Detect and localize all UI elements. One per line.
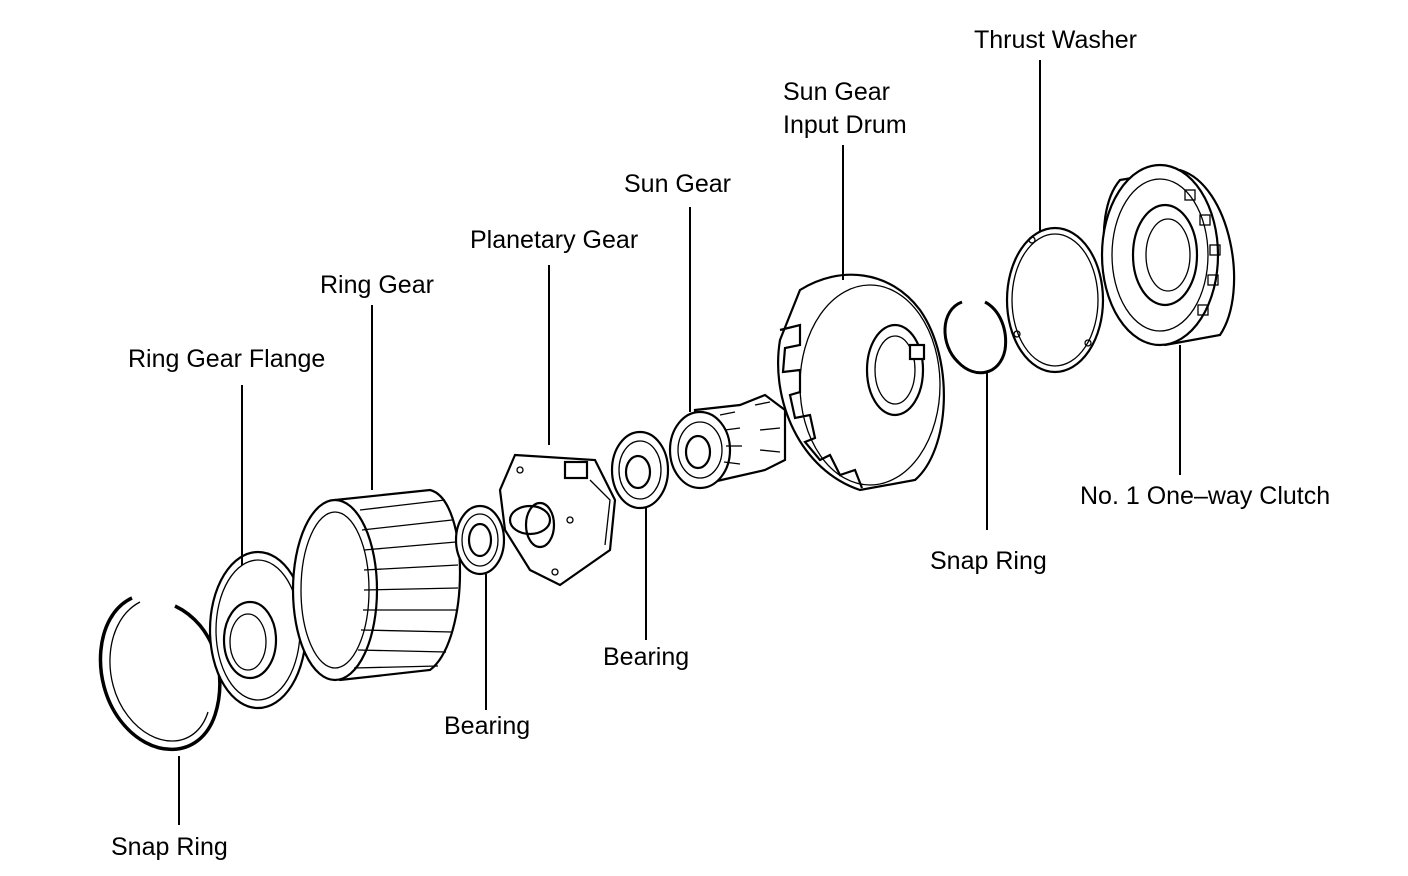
label-sun-gear: Sun Gear — [624, 170, 732, 198]
ring-gear-part — [291, 305, 462, 682]
label-one-way-clutch: No. 1 One–way Clutch — [1080, 482, 1331, 510]
label-sun-gear-input-drum: Sun Gear Input Drum — [783, 76, 907, 142]
label-sun-gear-input-drum-line1: Sun Gear — [783, 78, 891, 106]
sun-gear-part — [668, 207, 787, 490]
label-ring-gear-flange: Ring Gear Flange — [128, 345, 326, 373]
snap-ring-left-part — [98, 596, 222, 825]
planetary-gear-part — [498, 265, 617, 587]
sun-gear-input-drum-part — [777, 145, 945, 492]
bearing-middle-part — [610, 430, 670, 640]
bearing-left-part — [454, 504, 506, 710]
ring-gear-flange-part — [208, 385, 308, 710]
label-ring-gear: Ring Gear — [320, 271, 434, 299]
label-snap-ring-left: Snap Ring — [111, 833, 228, 861]
label-thrust-washer: Thrust Washer — [974, 26, 1138, 54]
label-planetary-gear: Planetary Gear — [470, 226, 639, 254]
snap-ring-right-part — [943, 300, 1008, 530]
label-sun-gear-input-drum-line2: Input Drum — [783, 111, 907, 139]
one-way-clutch-part — [1100, 163, 1236, 475]
label-bearing-middle: Bearing — [603, 643, 690, 671]
label-bearing-left: Bearing — [444, 712, 531, 740]
label-snap-ring-right: Snap Ring — [930, 547, 1047, 575]
thrust-washer-part — [1005, 60, 1105, 374]
